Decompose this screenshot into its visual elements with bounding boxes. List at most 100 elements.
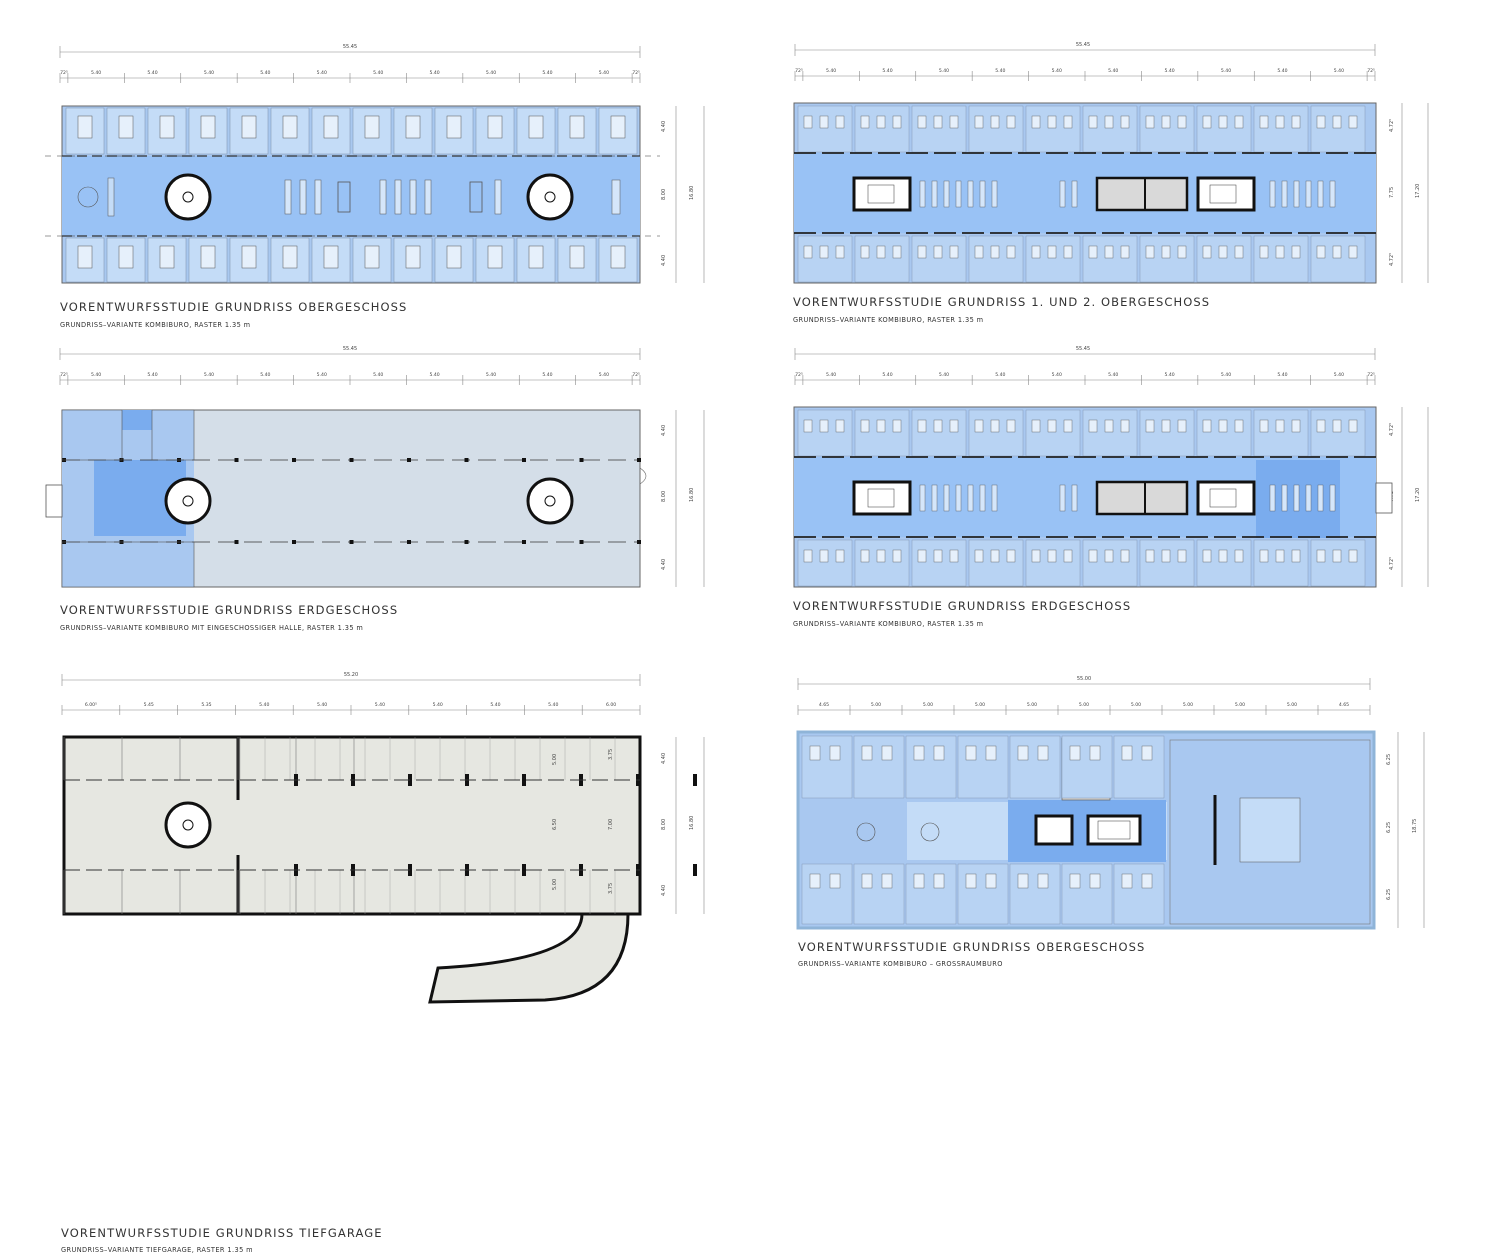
- workstation: [892, 419, 902, 433]
- workstation: [1218, 549, 1228, 563]
- desk: [829, 745, 841, 761]
- workstation: [933, 549, 943, 563]
- office-cell: [1025, 539, 1081, 587]
- dim-label: 5.00: [1183, 702, 1193, 708]
- workstation: [1202, 115, 1212, 129]
- office-cell: [1253, 539, 1309, 587]
- office-cell: [1009, 735, 1061, 799]
- dim-right-3: 4.40: [661, 255, 667, 266]
- workstation: [933, 419, 943, 433]
- workstation: [1161, 549, 1171, 563]
- shelf: [991, 180, 998, 208]
- desk: [446, 245, 462, 269]
- dim-right-3: 4.72⁵: [1389, 557, 1395, 570]
- dim-right-2: 6.25: [1386, 822, 1392, 833]
- shelf: [991, 484, 998, 512]
- desk: [1141, 745, 1153, 761]
- meeting-table: [611, 179, 621, 215]
- desk: [861, 745, 873, 761]
- dim-label: 5.45: [144, 702, 154, 708]
- workstation: [1332, 549, 1342, 563]
- workstation: [1063, 549, 1073, 563]
- office-cell: [1025, 409, 1081, 457]
- shelf: [1305, 180, 1312, 208]
- workstation: [1047, 245, 1057, 259]
- desk: [241, 245, 257, 269]
- shelf: [931, 180, 938, 208]
- inner-dim-a1: 5.00: [552, 754, 558, 765]
- desk: [77, 115, 93, 139]
- workstation: [990, 245, 1000, 259]
- dim-label: 72⁵: [60, 70, 68, 76]
- dim-label: 6.00⁵: [85, 702, 97, 708]
- dim-label: 5.40: [599, 70, 609, 76]
- shelf: [424, 179, 432, 215]
- workstation: [1006, 419, 1016, 433]
- dim-label: 5.40: [317, 70, 327, 76]
- spiral-stair-right: [526, 477, 574, 525]
- dim-right-2: 8.00: [661, 491, 667, 502]
- dim-label: 5.40: [260, 70, 270, 76]
- shelf: [494, 179, 502, 215]
- workstation: [1316, 549, 1326, 563]
- office-cell: [968, 539, 1024, 587]
- dim-label: 5.40: [486, 70, 496, 76]
- workstation: [1006, 549, 1016, 563]
- workstation: [1161, 115, 1171, 129]
- workstation: [917, 419, 927, 433]
- desk: [985, 873, 997, 889]
- desk: [405, 245, 421, 269]
- spiral-stair: [164, 801, 212, 849]
- workstation: [949, 115, 959, 129]
- sanitary-core: [1095, 480, 1189, 516]
- desk: [933, 873, 945, 889]
- dim-label: 5.40: [260, 372, 270, 378]
- dim-label: 72⁵: [1367, 68, 1375, 74]
- shelf: [1059, 484, 1066, 512]
- column: [693, 864, 697, 876]
- dim-label: 5.00: [923, 702, 933, 708]
- desk: [487, 245, 503, 269]
- desk: [569, 115, 585, 139]
- workstation: [1145, 549, 1155, 563]
- office-cell: [957, 863, 1009, 925]
- workstation: [860, 115, 870, 129]
- workstation: [1161, 419, 1171, 433]
- dim-label: 5.40: [317, 702, 327, 708]
- shelf: [1329, 484, 1336, 512]
- column: [292, 458, 296, 462]
- desk: [985, 745, 997, 761]
- column: [637, 540, 641, 544]
- workstation: [974, 245, 984, 259]
- plan-title: VORENTWURFSSTUDIE GRUNDRISS OBERGESCHOSS: [798, 940, 1146, 954]
- office-cell: [911, 409, 967, 457]
- office-cell: [1082, 539, 1138, 587]
- dim-right-1: 4.40: [661, 425, 667, 436]
- dim-right-1: 4.40: [661, 753, 667, 764]
- dim-label: 5.40: [259, 702, 269, 708]
- office-cell: [1082, 235, 1138, 283]
- dim-label: 5.00: [975, 702, 985, 708]
- desk: [159, 245, 175, 269]
- dimension-chain-right: 4.40 8.00 4.40 16.80: [661, 106, 705, 283]
- office-cell: [911, 235, 967, 283]
- inner-dim-b2: 7.00: [608, 819, 614, 830]
- shelf: [299, 179, 307, 215]
- dim-label: 72⁵: [1367, 372, 1375, 378]
- workstation: [835, 549, 845, 563]
- workstation: [1316, 115, 1326, 129]
- workstation: [1120, 419, 1130, 433]
- inner-dims: 5.00 6.50 5.00 3.75 7.00 3.75: [552, 749, 614, 894]
- office-cell: [797, 235, 853, 283]
- desk: [200, 245, 216, 269]
- stair-core: [1086, 814, 1142, 846]
- office-cell: [968, 105, 1024, 153]
- office-cell: [854, 539, 910, 587]
- office-cell: [905, 863, 957, 925]
- workstation: [1063, 245, 1073, 259]
